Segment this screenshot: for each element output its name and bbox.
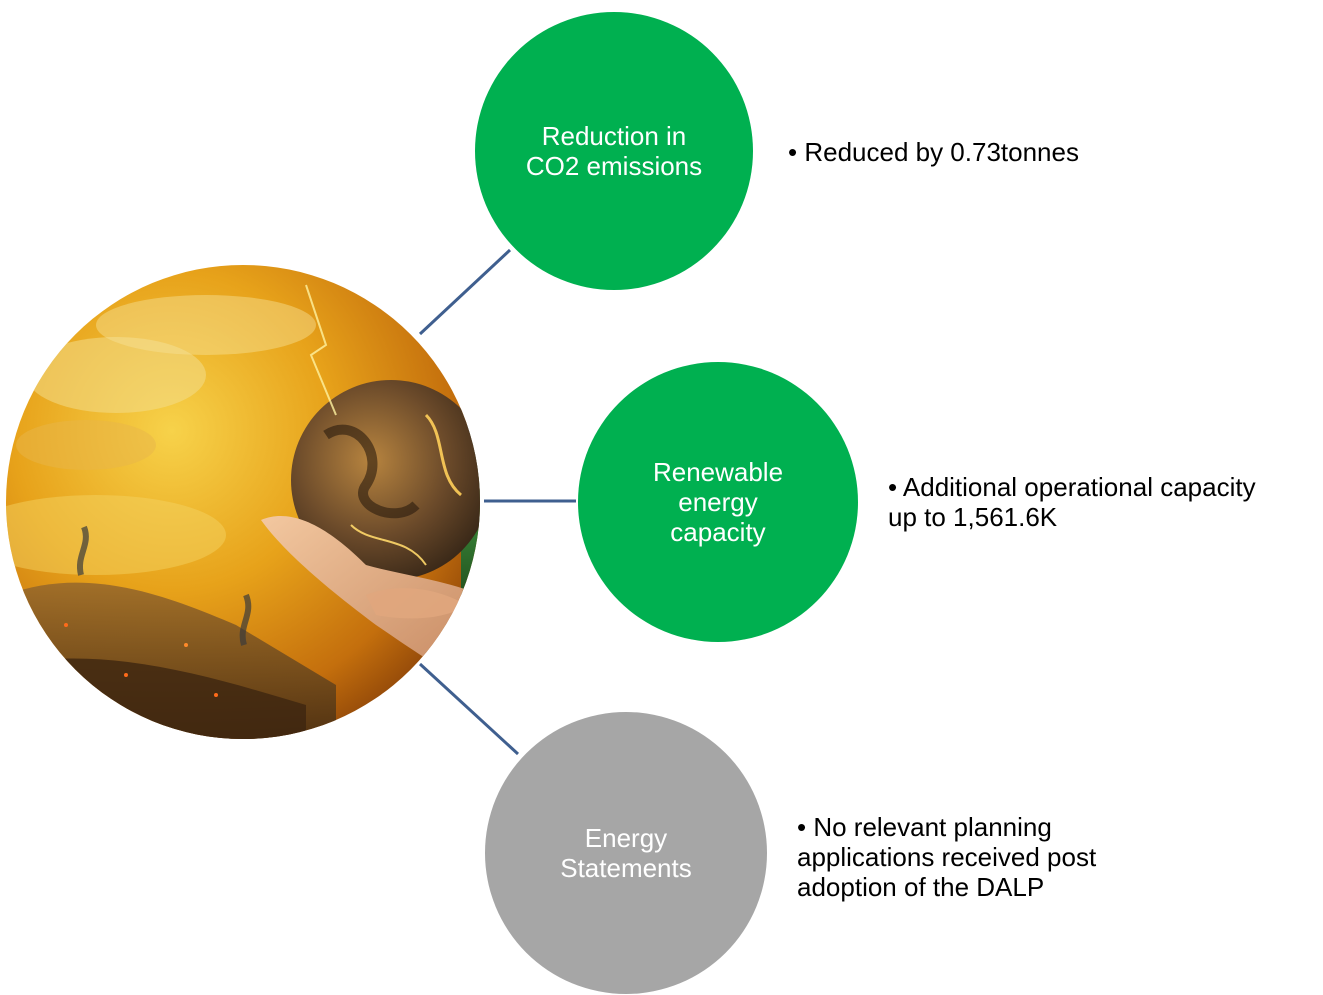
bullet-co2: • Reduced by 0.73tonnes [788, 137, 1079, 167]
bullet-renewable: • Additional operational capacity up to … [888, 472, 1256, 532]
node-renewable-label: Renewable energy capacity [652, 457, 784, 547]
connector-energy [418, 662, 520, 756]
globe-in-hand-icon [6, 265, 480, 739]
node-energy-label: Energy Statements [560, 823, 692, 883]
node-co2-reduction: Reduction in CO2 emissions [475, 12, 753, 290]
bullet-energy: • No relevant planning applications rece… [797, 812, 1097, 902]
node-renewable-capacity: Renewable energy capacity [578, 362, 858, 642]
node-co2-label: Reduction in CO2 emissions [525, 121, 703, 181]
node-energy-statements: Energy Statements [485, 712, 767, 994]
connector-co2 [418, 248, 512, 336]
